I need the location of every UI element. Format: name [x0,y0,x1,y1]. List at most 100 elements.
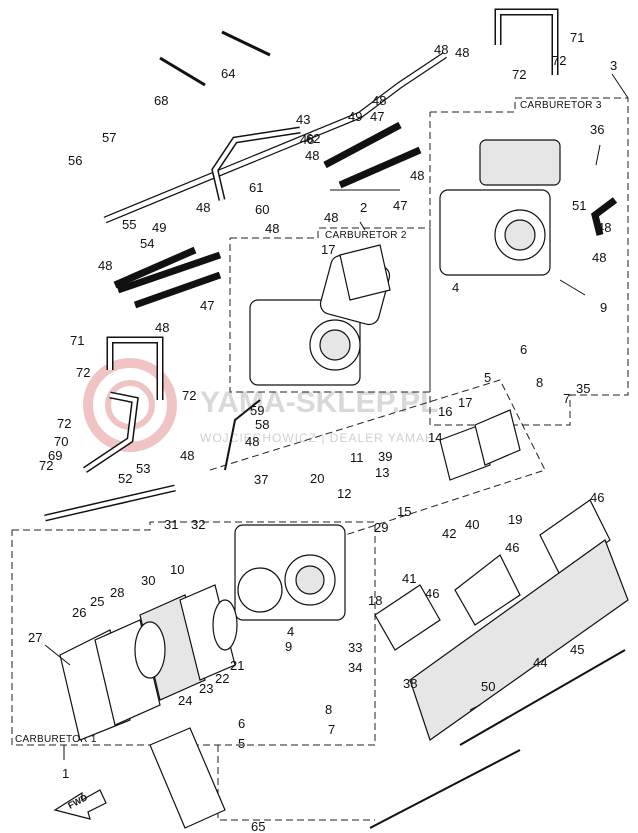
part-callout-12: 12 [337,486,351,501]
part-callout-31: 31 [164,517,178,532]
hose-47-c [338,146,422,189]
hose-47-b [133,271,222,309]
carb2-bore-inner [319,329,351,361]
part-callout-72: 72 [0,0,14,3]
hose-61-inner [212,128,301,201]
carb3-bore-inner [504,219,536,251]
part-callout-47: 47 [200,298,214,313]
part-callout-34: 34 [348,660,362,675]
part-callout-18: 18 [368,593,382,608]
seal-28 [134,621,166,679]
leader-line [595,144,601,166]
part-callout-58: 58 [255,417,269,432]
carb3-top [479,139,561,186]
part-callout-52: 52 [118,471,132,486]
part-callout-69: 69 [48,448,62,463]
hose-51 [591,197,618,236]
gasket-17-a [474,409,521,466]
carburetor-2-label: CARBURETOR 2 [325,230,407,241]
watermark-logo [83,358,177,452]
part-callout-48: 48 [265,221,279,236]
part-callout-48: 48 [592,250,606,265]
carburetor-1-label: CARBURETOR 1 [15,734,97,745]
part-callout-46: 46 [425,586,439,601]
part-callout-45: 45 [570,642,584,657]
gasket-46-b [454,554,521,626]
part-callouts: 1234455667788991011121314151617171819202… [0,0,617,833]
part-callout-4: 4 [452,280,459,295]
part-callout-17: 17 [458,395,472,410]
leader-line [559,279,586,296]
part-callout-48: 48 [245,434,259,449]
part-callout-72: 72 [512,67,526,82]
part-callout-72: 72 [39,458,53,473]
fuel-hoses [44,8,618,522]
part-callout-3: 3 [610,58,617,73]
part-callout-50: 50 [481,679,495,694]
part-callout-8: 8 [325,702,332,717]
part-callout-72: 72 [552,53,566,68]
part-callout-46: 46 [505,540,519,555]
inner-boundary [209,379,546,541]
leader-line [44,644,71,666]
part-callout-2: 2 [360,200,367,215]
part-callout-71: 71 [570,30,584,45]
part-callout-41: 41 [402,571,416,586]
leader-line [611,73,629,99]
carb1-bore-left [237,567,283,613]
part-callout-6: 6 [238,716,245,731]
part-callout-57: 57 [102,130,116,145]
gasket-46-c [539,499,611,576]
part-callout-72: 72 [76,365,90,380]
part-callout-55: 55 [122,217,136,232]
part-callout-48: 48 [98,258,112,273]
gasket-46-a [374,584,441,651]
part-callout-56: 56 [68,153,82,168]
part-callout-46: 46 [590,490,604,505]
part-callout-19: 19 [508,512,522,527]
long-hose-57-inner [71,17,469,203]
carburetor-3-label: CARBURETOR 3 [520,100,602,111]
part-callout-9: 9 [285,639,292,654]
part-callout-9: 9 [600,300,607,315]
hose-49-a [323,121,402,169]
part-callout-11: 11 [350,450,364,465]
part-callout-8: 8 [536,375,543,390]
carb1-bore-inner [295,565,325,595]
part-callout-53: 53 [136,461,150,476]
part-callout-10: 10 [170,562,184,577]
part-callout-48: 48 [180,448,194,463]
part-callout-65: 65 [251,819,265,833]
hose-47-a [116,251,222,294]
gasket-16 [439,424,491,481]
part-callout-68: 68 [154,93,168,108]
cable-tie-68 [159,56,206,87]
part-callout-48: 48 [410,168,424,183]
hose-54-inner [104,53,447,223]
part-callout-48: 48 [300,132,314,147]
part-callout-14: 14 [428,430,442,445]
part-callout-39: 39 [378,449,392,464]
part-callout-60: 60 [255,202,269,217]
part-callout-54: 54 [140,236,154,251]
leader-line [469,704,481,711]
part-callout-5: 5 [238,736,245,751]
part-callout-49: 49 [348,109,362,124]
hose-loop-71-top [494,8,559,75]
part-callout-49: 49 [152,220,166,235]
part-callout-43: 43 [296,112,310,127]
part-callout-47: 47 [393,198,407,213]
hose-49-b [113,246,197,289]
part-callout-17: 17 [321,242,335,257]
part-callout-15: 15 [397,504,411,519]
cable-tie-64 [221,30,271,57]
hose-loop-71-left-inner [108,338,162,400]
ring-21 [212,599,238,651]
manifold-45 [409,539,629,741]
carb3-boundary [429,97,629,426]
part-callout-70: 70 [54,434,68,449]
part-callout-26: 26 [72,605,86,620]
part-callout-21: 21 [230,658,244,673]
part-callout-51: 51 [572,198,586,213]
